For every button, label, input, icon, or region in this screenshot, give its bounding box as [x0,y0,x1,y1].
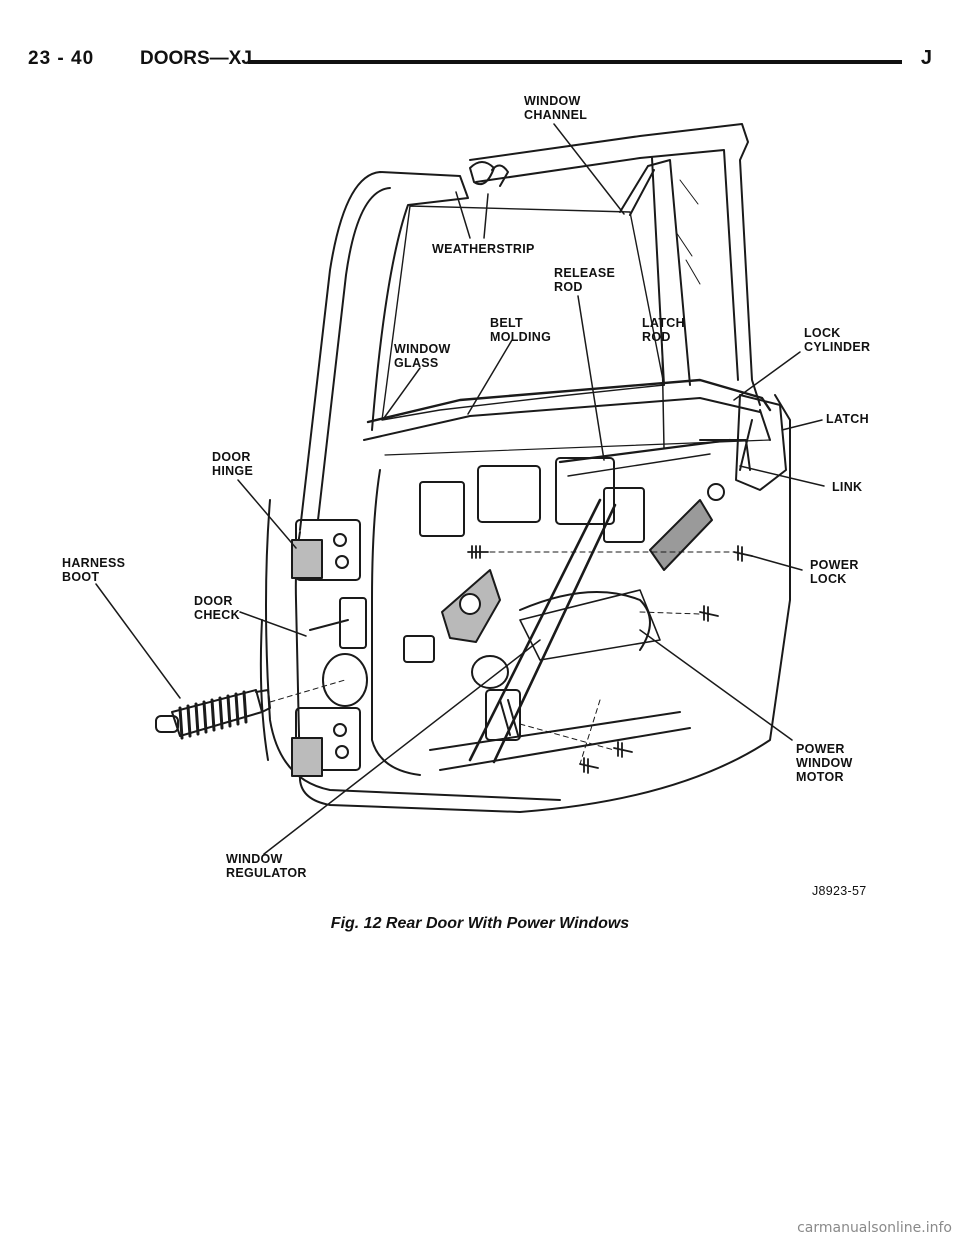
door-drawing [95,123,825,855]
label-release-rod: RELEASE ROD [554,266,616,294]
door-illustration: WINDOW CHANNEL WEATHERSTRIP RELEASE ROD … [40,88,920,908]
label-door-check: DOOR CHECK [194,594,240,622]
label-latch: LATCH [826,412,869,426]
header-rule [248,60,902,64]
figure-code: J8923-57 [812,884,867,898]
label-power-window-motor: POWER WINDOW MOTOR [796,742,853,784]
label-link: LINK [832,480,863,494]
label-window-channel: WINDOW CHANNEL [524,94,588,122]
section-title: DOORS—XJ [140,48,252,69]
label-power-lock: POWER LOCK [810,558,859,586]
label-harness-boot: HARNESS BOOT [62,556,126,584]
label-window-glass: WINDOW GLASS [394,342,451,370]
label-belt-molding: BELT MOLDING [490,316,552,344]
label-weatherstrip: WEATHERSTRIP [432,242,535,256]
watermark: carmanualsonline.info [797,1220,952,1236]
label-lock-cylinder: LOCK CYLINDER [804,326,871,354]
label-door-hinge: DOOR HINGE [212,450,254,478]
header-letter: J [920,47,932,69]
page-number: 23 - 40 [28,48,95,69]
label-window-regulator: WINDOW REGULATOR [226,852,307,880]
figure-caption: Fig. 12 Rear Door With Power Windows [330,915,630,932]
label-latch-rod: LATCH ROD [642,316,685,344]
page-header: 23 - 40 DOORS—XJ J [28,44,932,74]
